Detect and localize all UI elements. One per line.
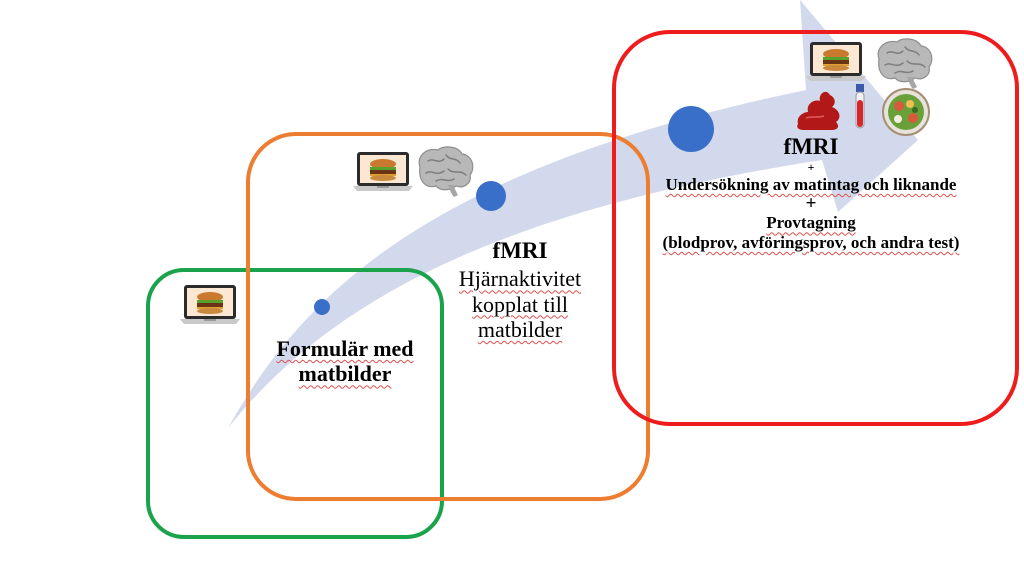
brain-icon: [418, 146, 474, 198]
blood-tube-icon: [855, 84, 865, 129]
stage3-title: fMRI: [783, 134, 839, 159]
stool-icon: [797, 91, 840, 130]
laptop-food-icon: [353, 152, 413, 191]
stage3-plus-small: +: [807, 160, 815, 175]
stage1-box: [146, 268, 444, 539]
stage2-box: [246, 132, 650, 501]
progression-arrow: [228, 0, 918, 428]
stage2-text: fMRI Hjärnaktivitet kopplat till matbild…: [450, 238, 590, 342]
stage3-dot: [668, 106, 714, 152]
stage2-dot: [476, 181, 506, 211]
stage3-line2: Provtagning: [766, 213, 856, 233]
laptop-food-icon: [180, 285, 240, 324]
laptop-food-icon: [806, 42, 866, 81]
stage1-label: Formulär med matbilder: [276, 336, 414, 387]
stage2-title: fMRI: [492, 238, 548, 263]
stage3-text: fMRI + Undersökning av matintag och likn…: [616, 134, 1006, 252]
stage3-line3: (blodprov, avföringsprov, och andra test…: [662, 232, 960, 252]
stage3-line1: Undersökning av matintag och liknande: [665, 174, 957, 194]
brain-icon: [877, 38, 933, 90]
stage1-dot: [314, 299, 330, 315]
salad-bowl-icon: [882, 88, 930, 136]
stage2-description: Hjärnaktivitet kopplat till matbilder: [458, 266, 582, 343]
stage3-box: [612, 30, 1019, 426]
stage3-plus-big: +: [805, 193, 817, 215]
